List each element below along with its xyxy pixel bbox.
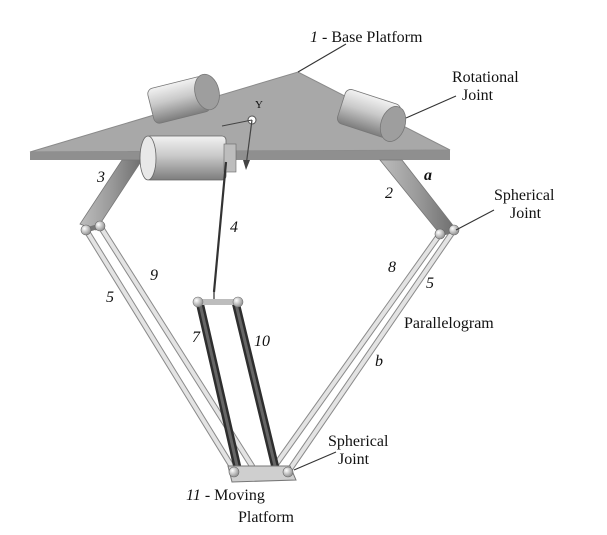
leader-spherical-joint-bottom <box>293 451 337 471</box>
spherical-joint-top-label-2: Joint <box>510 205 542 222</box>
spherical-joint-bottom-label-1: Spherical <box>328 433 389 450</box>
spherical-joint-top-label-1: Spherical <box>494 187 555 204</box>
motor-right <box>337 89 407 142</box>
link-4-rod <box>212 161 228 304</box>
part-number-5-left: 5 <box>106 289 114 306</box>
motor-back-left <box>147 73 220 124</box>
rotational-joint-label-1: Rotational <box>452 69 519 86</box>
moving-platform-label-1: 11 - Moving <box>186 487 265 504</box>
parallelogram-center <box>192 296 280 474</box>
motor-front <box>139 135 237 181</box>
part-number-2: 2 <box>385 185 393 202</box>
base-platform-label: 1 - Base Platform <box>310 29 423 46</box>
upper-arm-left <box>79 159 143 231</box>
part-number-8: 8 <box>388 259 396 276</box>
part-number-9: 9 <box>150 267 158 284</box>
spherical-joint-bottom-label-2: Joint <box>338 451 370 468</box>
part-number-3: 3 <box>96 169 105 186</box>
leader-rotational-joint <box>405 95 457 119</box>
part-number-7: 7 <box>192 329 201 346</box>
part-letter-a: a <box>424 167 432 184</box>
leader-spherical-joint-top <box>455 209 495 231</box>
part-letter-b: b <box>375 353 383 370</box>
spherical-joints-top <box>80 220 460 240</box>
part-number-5-right: 5 <box>426 275 434 292</box>
part-number-10: 10 <box>254 333 270 350</box>
part-number-4: 4 <box>230 219 238 236</box>
parallelogram-label: Parallelogram <box>404 315 494 332</box>
leader-base-platform <box>297 43 347 73</box>
coordinate-frame: Y <box>221 99 263 170</box>
rotational-joint-label-2: Joint <box>462 87 494 104</box>
moving-platform-label-2: Platform <box>238 509 295 526</box>
axis-y-label: Y <box>255 99 263 111</box>
moving-platform <box>227 465 297 483</box>
